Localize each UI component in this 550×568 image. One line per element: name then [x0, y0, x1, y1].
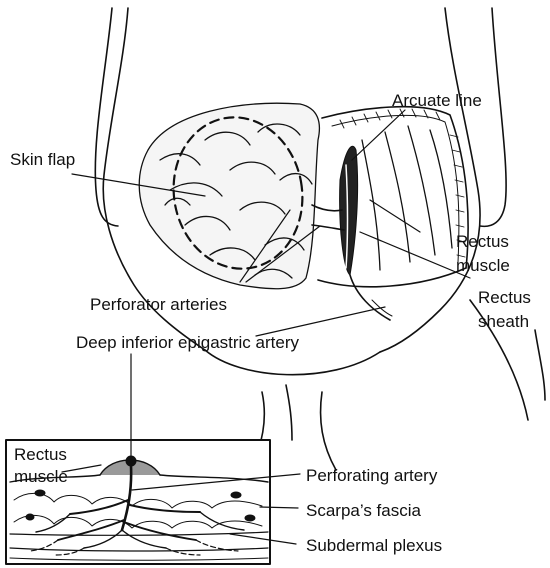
label-subdermal-plexus: Subdermal plexus: [306, 536, 442, 555]
label-rectus-sheath-line1: Rectus: [478, 288, 531, 307]
label-perforating-artery: Perforating artery: [306, 466, 438, 485]
leader-deep-inferior-epigastric: [256, 307, 385, 336]
label-rectus-sheath-line2: sheath: [478, 312, 529, 331]
label-perforator-arteries: Perforator arteries: [90, 295, 227, 314]
leader-rectus-sheath: [360, 232, 470, 278]
label-inset-rectus-line2: muscle: [14, 467, 68, 486]
label-rectus-muscle-line2: muscle: [456, 256, 510, 275]
label-skin-flap: Skin flap: [10, 150, 75, 169]
label-deep-inferior-epigastric-artery: Deep inferior epigastric artery: [76, 333, 299, 352]
leader-rectus-muscle: [370, 200, 420, 232]
skin-flap: [139, 103, 319, 288]
label-rectus-muscle-line1: Rectus: [456, 232, 509, 251]
label-inset-rectus-line1: Rectus: [14, 445, 67, 464]
label-arcuate-line: Arcuate line: [392, 91, 482, 110]
label-scarpas-fascia: Scarpa’s fascia: [306, 501, 422, 520]
